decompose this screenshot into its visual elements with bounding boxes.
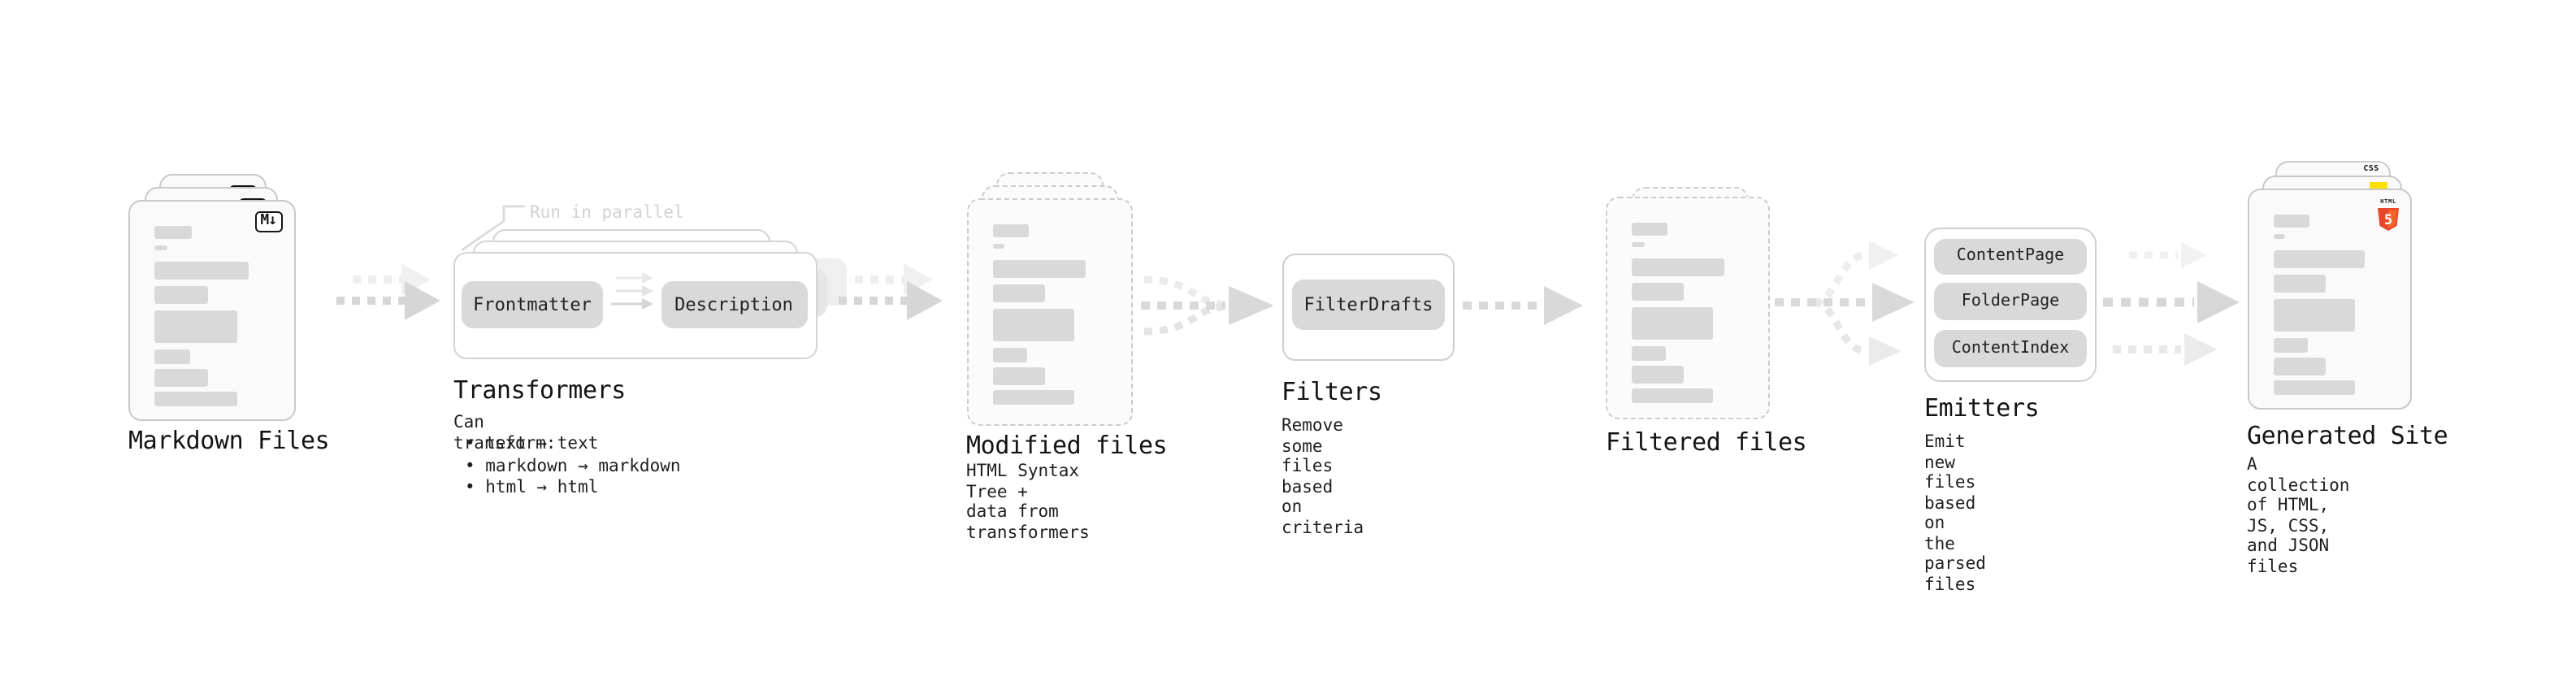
filter-pill-filterdrafts: FilterDrafts: [1292, 280, 1445, 330]
skeleton-line: [154, 285, 209, 303]
skeleton-line: [992, 347, 1028, 362]
skeleton-line: [2273, 380, 2355, 395]
arrow-filtered-to-emitters: [1775, 241, 1915, 366]
site-file-card-html: HTML 5: [2247, 189, 2412, 409]
skeleton-line: [992, 223, 1029, 236]
stage-description: A collection of HTML, JS, CSS, and JSON …: [2247, 455, 2350, 576]
skeleton-line: [1632, 258, 1724, 276]
skeleton-line: [2273, 299, 2355, 332]
stage-title: Emitters: [1924, 393, 2040, 422]
modified-file-card-front: [966, 197, 1132, 425]
annotation-callout-line: [461, 205, 525, 252]
skeleton-line: [992, 308, 1074, 340]
transform-bullet-list: • text → text • markdown → markdown • ht…: [465, 434, 681, 500]
svg-text:5: 5: [2384, 211, 2392, 228]
pill-to-pill-arrows: [611, 272, 653, 310]
skeleton-line: [1632, 366, 1685, 384]
markdown-icon: M↓: [254, 210, 282, 232]
skeleton-line: [1632, 388, 1713, 403]
skeleton-line: [1632, 283, 1685, 301]
arrow-modified-to-filters: [1141, 275, 1274, 336]
arrow-emitters-to-site: [2103, 242, 2240, 366]
file-skeleton: [1632, 223, 1744, 403]
skeleton-line: [992, 259, 1086, 277]
skeleton-line: [992, 243, 1005, 248]
skeleton-line: [2273, 275, 2327, 293]
skeleton-line: [992, 389, 1074, 404]
transformer-pill-description: Description: [661, 280, 807, 327]
stage-description: HTML Syntax Tree + data from transformer…: [966, 462, 1090, 542]
skeleton-line: [2273, 358, 2327, 375]
bullet-item: • html → html: [465, 478, 599, 497]
skeleton-line: [992, 284, 1046, 301]
stage-title: Generated Site: [2247, 420, 2448, 449]
skeleton-line: [992, 367, 1046, 384]
skeleton-line: [2273, 234, 2286, 239]
html5-shield: 5: [2378, 207, 2399, 230]
stage-description: Emit new files based on the parsed files: [1924, 432, 1986, 594]
stage-title: Transformers: [453, 375, 626, 404]
file-skeleton: [2273, 215, 2386, 395]
arrow-filters-to-filtered: [1463, 286, 1583, 325]
skeleton-line: [1632, 242, 1645, 247]
arrow-markdown-to-transformers: [336, 263, 440, 320]
skeleton-line: [154, 310, 237, 342]
stage-title: Filters: [1281, 376, 1382, 406]
arrow-transformers-to-modified: [839, 263, 943, 320]
stage-title: Filtered files: [1606, 427, 1807, 457]
markdown-file-card-front: M↓: [128, 199, 295, 420]
transformer-pill-frontmatter: Frontmatter: [462, 280, 603, 327]
emitter-pill-contentpage: ContentPage: [1934, 238, 2087, 275]
css-wordmark: CSS: [2363, 164, 2379, 174]
skeleton-line: [154, 368, 209, 386]
emitter-pill-contentindex: ContentIndex: [1934, 330, 2087, 367]
skeleton-line: [154, 245, 167, 249]
skeleton-line: [154, 261, 249, 279]
stage-title: Modified files: [966, 430, 1168, 459]
skeleton-line: [154, 391, 237, 406]
skeleton-line: [1632, 223, 1668, 236]
stage-description: Remove some files based on criteria: [1281, 416, 1364, 537]
bullet-item: • text → text: [465, 434, 599, 453]
skeleton-line: [154, 349, 190, 363]
skeleton-line: [2273, 338, 2309, 353]
skeleton-line: [2273, 215, 2309, 228]
stage-description: Can transform:: [453, 413, 557, 453]
html5-wordmark: HTML: [2380, 198, 2396, 205]
skeleton-line: [1632, 346, 1667, 361]
annotation-run-in-parallel: Run in parallel: [530, 203, 684, 223]
filtered-file-card-front: [1606, 197, 1770, 419]
html5-icon: HTML 5: [2378, 198, 2399, 236]
stage-title: Markdown Files: [128, 426, 330, 455]
bullet-item: • markdown → markdown: [465, 456, 681, 475]
skeleton-line: [154, 225, 192, 238]
skeleton-line: [1632, 307, 1713, 340]
file-skeleton: [154, 225, 269, 406]
file-skeleton: [992, 223, 1106, 404]
skeleton-line: [2273, 250, 2366, 268]
emitter-pill-folderpage: FolderPage: [1934, 283, 2087, 319]
